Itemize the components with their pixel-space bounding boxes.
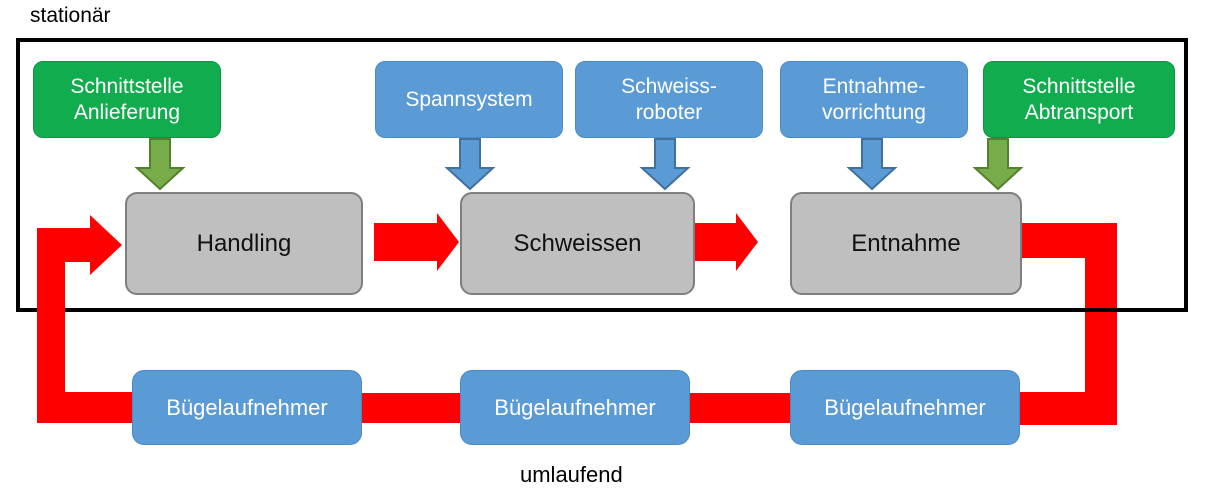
blue-down-arrow-entnahmevorrichtung-icon <box>846 138 898 191</box>
box-schnittstelle-abtransport: Schnittstelle Abtransport <box>983 61 1175 138</box>
green-down-arrow-anlieferung-icon <box>134 138 186 191</box>
box-schnittstelle-anlieferung: Schnittstelle Anlieferung <box>33 61 221 138</box>
label-umlaufend: umlaufend <box>520 462 623 487</box>
box-spannsystem: Spannsystem <box>375 61 563 138</box>
box-schweissroboter: Schweiss- roboter <box>575 61 763 138</box>
box-carrier-2: Bügelaufnehmer <box>460 370 690 445</box>
box-station-handling: Handling <box>125 192 363 295</box>
red-loop-left-arrow-icon <box>37 215 135 423</box>
red-connector-carrier2-carrier3 <box>688 393 792 423</box>
box-station-schweissen: Schweissen <box>460 192 695 295</box>
stationary-frame <box>16 38 1188 312</box>
box-carrier-3: Bügelaufnehmer <box>790 370 1020 445</box>
red-connector-carrier1-carrier2 <box>360 393 462 423</box>
blue-down-arrow-schweissroboter-icon <box>639 138 691 191</box>
red-arrow-schweissen-to-entnahme-icon <box>695 213 758 271</box>
red-loop-right-icon <box>1018 223 1117 425</box>
green-down-arrow-abtransport-icon <box>972 138 1024 191</box>
box-entnahmevorrichtung: Entnahme- vorrichtung <box>780 61 968 138</box>
box-carrier-1: Bügelaufnehmer <box>132 370 362 445</box>
label-stationaer: stationär <box>30 4 111 27</box>
frame-over-red-segment <box>1081 308 1121 312</box>
box-station-entnahme: Entnahme <box>790 192 1022 295</box>
red-arrow-handling-to-schweissen-icon <box>374 213 459 271</box>
blue-down-arrow-spannsystem-icon <box>444 138 496 191</box>
